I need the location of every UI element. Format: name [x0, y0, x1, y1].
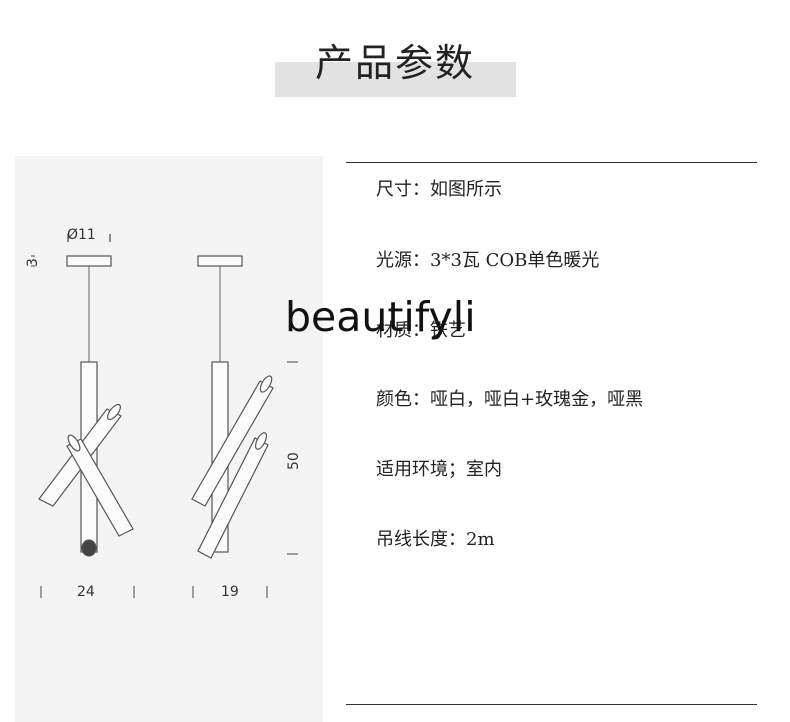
- canopy-height-label: 3: [25, 258, 41, 267]
- title-highlight-bar: [275, 62, 516, 97]
- page-title: 产品参数: [314, 41, 475, 85]
- spec-color: 颜色：哑白，哑白+玫瑰金，哑黑: [376, 389, 644, 410]
- spec-environment: 适用环境；室内: [376, 459, 502, 480]
- front-view-lamp: [38, 234, 134, 557]
- spec-material: 材质：铁艺: [376, 320, 466, 341]
- lamp-dimension-drawing: Ø11 3 50 24 19: [25, 227, 302, 600]
- dimension-drawing-panel: [15, 156, 323, 722]
- spec-cable-length: 吊线长度：2m: [376, 529, 495, 550]
- side-view-lamp: [191, 255, 274, 559]
- tube-length-label: 50: [286, 452, 302, 470]
- diameter-label: Ø11: [67, 227, 96, 243]
- top-divider: [346, 162, 757, 163]
- spec-size: 尺寸：如图所示: [376, 179, 502, 200]
- bottom-divider: [346, 704, 757, 705]
- watermark-text: beautifyli: [285, 293, 476, 341]
- spec-light-source: 光源：3*3瓦 COB单色暖光: [376, 250, 600, 271]
- front-width-label: 24: [77, 584, 95, 600]
- side-width-label: 19: [221, 584, 239, 600]
